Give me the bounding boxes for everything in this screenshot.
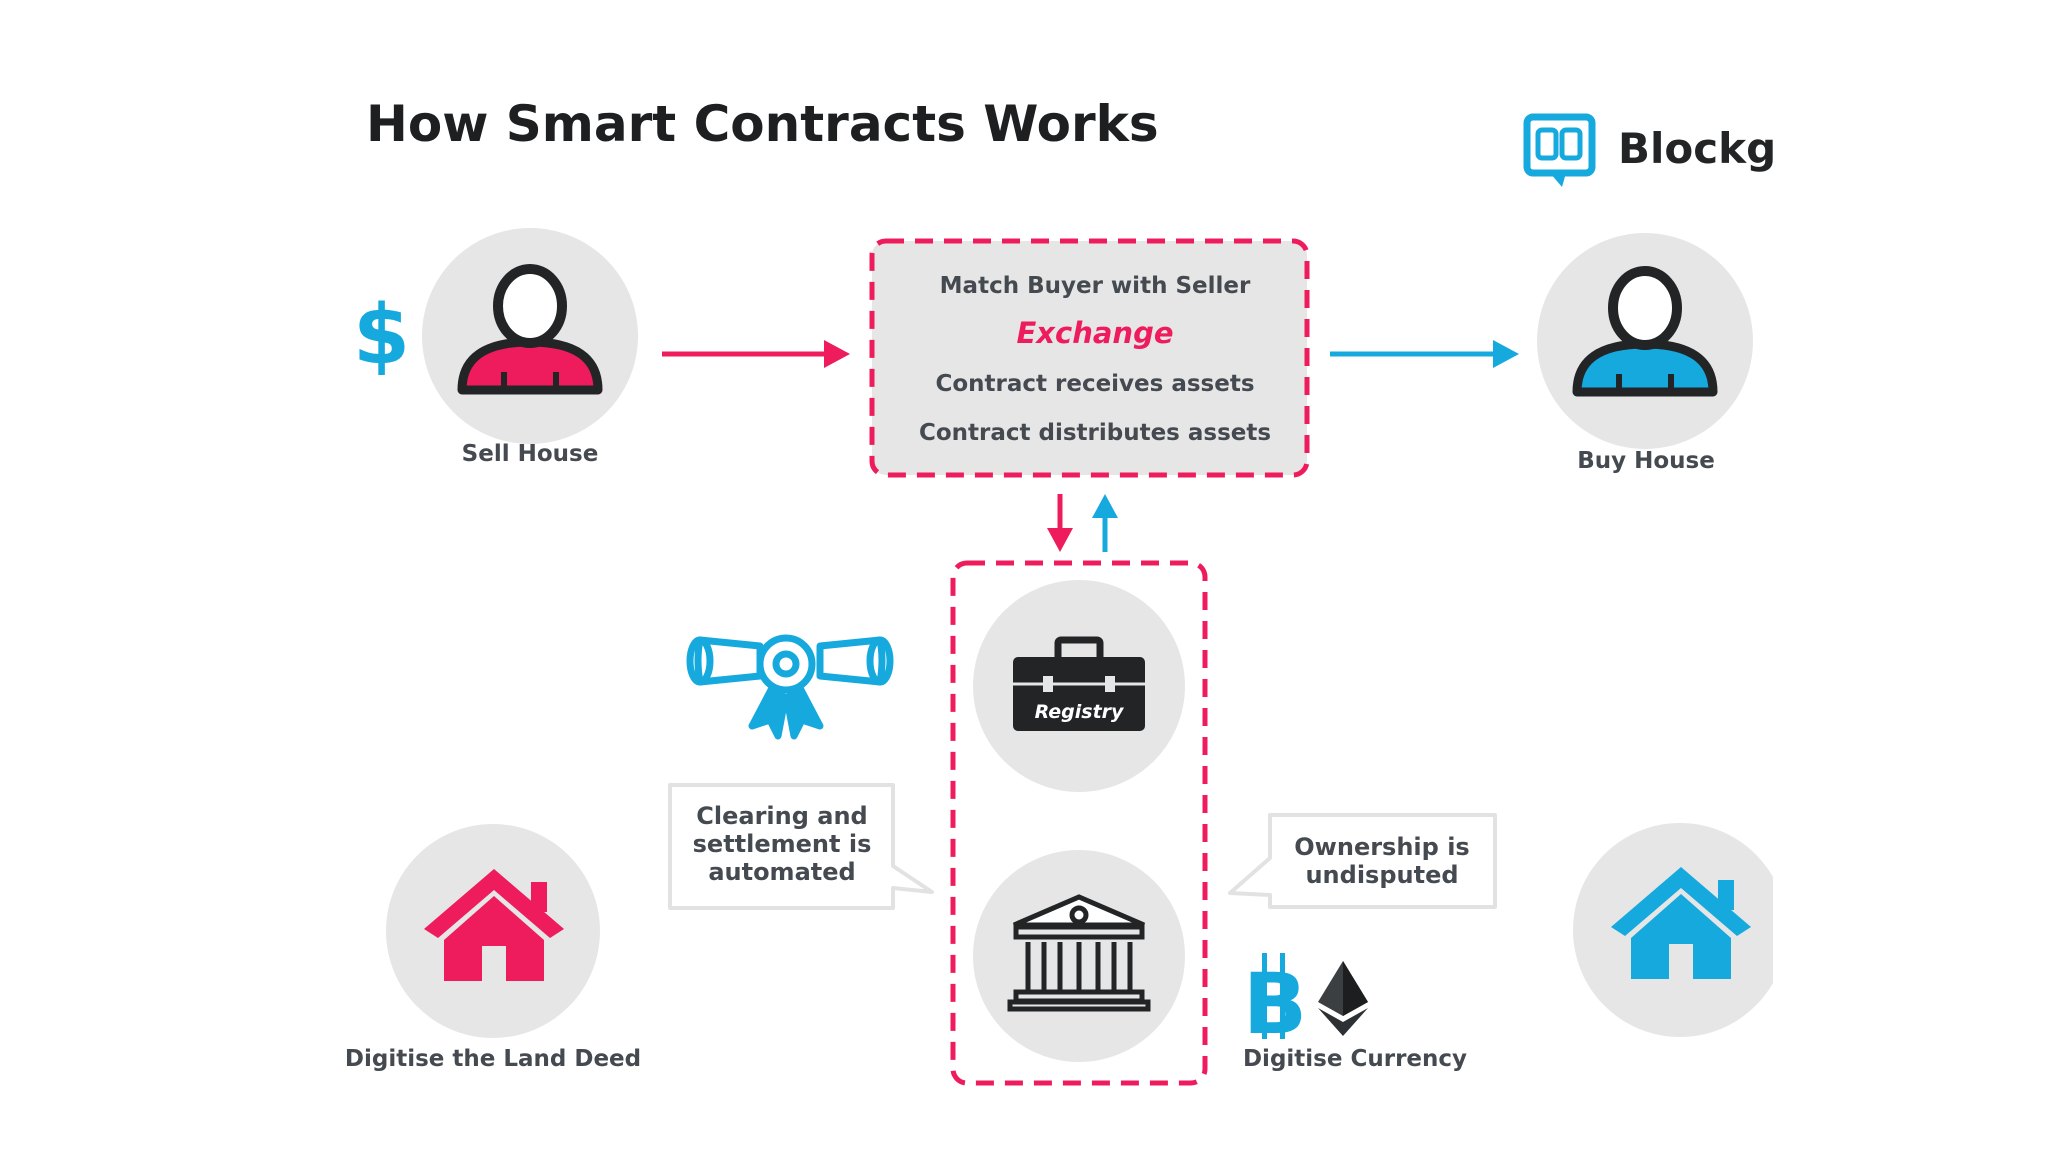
contract-line-match: Match Buyer with Seller <box>940 273 1251 299</box>
svg-text:Clearing and: Clearing and <box>696 802 867 830</box>
house-pink-icon <box>424 869 564 981</box>
callout-ownership: Ownership is undisputed <box>1228 813 1497 909</box>
registry-node: Registry <box>973 580 1185 792</box>
house-blue-icon <box>1611 867 1751 979</box>
contract-box: Match Buyer with Seller Exchange Contrac… <box>869 238 1310 478</box>
dollar-icon: $ <box>353 288 410 383</box>
digitise-currency-label: Digitise Currency <box>1243 1046 1467 1072</box>
logo-icon <box>1523 113 1596 187</box>
page-title: How Smart Contracts Works <box>366 95 1159 153</box>
registry-bank-box <box>950 560 1208 1086</box>
land-deed-node: Digitise the Land Deed <box>345 824 641 1072</box>
ethereum-icon <box>1318 961 1368 1036</box>
registry-label: Registry <box>1035 701 1125 723</box>
seller-node: $ Sell House <box>353 228 638 467</box>
callout-clearing: Clearing and settlement is automated <box>668 783 934 910</box>
buyer-house-node <box>1573 823 1787 1037</box>
sell-house-label: Sell House <box>462 441 599 467</box>
buyer-person-icon <box>1572 266 1718 397</box>
arrow-contract-down <box>1047 494 1073 552</box>
currency-node: B Digitise Currency <box>1243 953 1467 1072</box>
contract-line-exchange: Exchange <box>1017 316 1174 350</box>
arrow-seller-to-contract <box>662 340 850 368</box>
brand-logo: Blockge <box>1523 113 1805 187</box>
svg-text:Ownership is: Ownership is <box>1294 833 1469 861</box>
buyer-node: Buy House <box>1537 233 1753 474</box>
certificate-ribbon-icon <box>686 634 894 740</box>
bank-node <box>973 850 1185 1062</box>
briefcase-icon: Registry <box>1013 636 1145 731</box>
arrow-contract-to-buyer <box>1330 340 1519 368</box>
digitise-land-deed-label: Digitise the Land Deed <box>345 1046 641 1072</box>
seller-person-icon <box>457 264 603 395</box>
svg-text:undisputed: undisputed <box>1305 861 1458 889</box>
buy-house-label: Buy House <box>1577 448 1715 474</box>
svg-text:settlement is: settlement is <box>693 830 872 858</box>
bank-icon <box>1007 894 1151 1012</box>
arrow-registry-up <box>1092 494 1118 552</box>
contract-line-distributes: Contract distributes assets <box>919 420 1271 446</box>
svg-text:automated: automated <box>708 858 855 886</box>
contract-line-receives: Contract receives assets <box>935 371 1254 397</box>
bitcoin-icon: B <box>1243 955 1307 1053</box>
